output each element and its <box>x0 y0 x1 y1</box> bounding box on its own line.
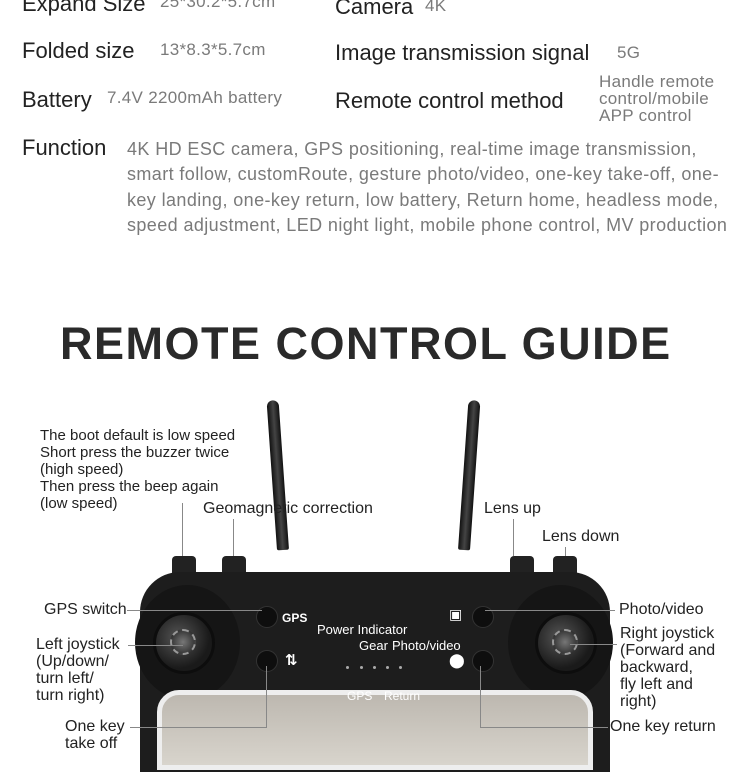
lens-up-button[interactable] <box>510 556 534 574</box>
remote-method-value: Handle remote control/mobile APP control <box>599 73 714 124</box>
camera-icon: ▣ <box>449 606 463 622</box>
takeoff-leader-v <box>266 666 267 728</box>
gear-led <box>373 666 376 669</box>
left-joystick-knob[interactable] <box>170 629 196 655</box>
remote-method-line: APP control <box>599 106 692 125</box>
photo-video-led <box>399 666 402 669</box>
right-joystick-line: Right joystick <box>620 625 715 642</box>
lens-down-button[interactable] <box>553 556 577 574</box>
takeoff-button[interactable] <box>256 650 278 672</box>
speed-button[interactable] <box>172 556 196 574</box>
gps-led <box>360 666 363 669</box>
remote-method-line: control/mobile <box>599 89 710 108</box>
gps-led-label: GPS <box>347 689 373 703</box>
remote-method-label: Remote control method <box>335 88 564 113</box>
geomagnetic-button[interactable] <box>222 556 246 574</box>
right-joystick-leader <box>570 644 617 645</box>
right-antenna <box>458 399 481 551</box>
left-joystick-line: (Up/down/ <box>36 653 109 670</box>
speed-note-line: (low speed) <box>40 495 118 512</box>
gps-switch-button[interactable] <box>256 606 278 628</box>
photo-video-leader <box>485 610 615 611</box>
gps-switch-label: GPS switch <box>44 601 127 618</box>
geomagnetic-leader <box>233 519 234 556</box>
image-transmission-value: 5G <box>617 43 641 62</box>
lens-down-leader <box>565 547 566 556</box>
return-led-label: Return <box>384 689 421 703</box>
speed-note-line: (high speed) <box>40 461 124 478</box>
return-button[interactable] <box>472 650 494 672</box>
return-led <box>386 666 389 669</box>
speed-note-line: Then press the beep again <box>40 478 219 495</box>
speed-note-line: Short press the buzzer twice <box>40 444 230 461</box>
right-joystick-line: backward, <box>620 659 693 676</box>
guide-title: REMOTE CONTROL GUIDE <box>60 318 672 369</box>
takeoff-line: take off <box>65 735 118 752</box>
function-label: Function <box>22 135 107 160</box>
right-joystick[interactable] <box>535 612 597 674</box>
takeoff-icon: ⇅ <box>285 652 298 669</box>
expand-size-label: Expand Size <box>22 0 146 16</box>
camera-value: 4K <box>425 0 447 15</box>
one-key-takeoff-label: One key take off <box>65 718 125 752</box>
left-antenna <box>266 399 289 551</box>
right-joystick-line: fly left and <box>620 676 693 693</box>
one-key-return-label: One key return <box>610 718 716 735</box>
remote-method-line: Handle remote <box>599 72 715 91</box>
right-joystick-knob[interactable] <box>552 629 578 655</box>
photo-video-label: Photo/video <box>619 601 704 618</box>
left-joystick-leader <box>128 645 183 646</box>
home-pin-icon: ⬤ <box>449 652 465 668</box>
speed-note: The boot default is low speed Short pres… <box>40 427 235 512</box>
gear-label: Gear <box>359 638 388 653</box>
camera-label: Camera <box>335 0 414 19</box>
image-transmission-label: Image transmission signal <box>335 40 590 65</box>
battery-value: 7.4V 2200mAh battery <box>107 88 283 107</box>
power-led <box>346 666 349 669</box>
left-joystick-line: turn right) <box>36 687 105 704</box>
takeoff-line: One key <box>65 718 125 735</box>
left-joystick-label: Left joystick (Up/down/ turn left/ turn … <box>36 636 120 704</box>
return-leader-v <box>480 666 481 728</box>
function-value: 4K HD ESC camera, GPS positioning, real-… <box>127 139 728 235</box>
return-leader-h <box>480 727 608 728</box>
battery-label: Battery <box>22 87 92 112</box>
left-joystick-line: turn left/ <box>36 670 94 687</box>
takeoff-leader-h <box>130 727 267 728</box>
geomagnetic-label: Geomagnetic correction <box>203 500 373 517</box>
power-indicator-label: Power Indicator <box>317 622 408 637</box>
photo-video-button[interactable] <box>472 606 494 628</box>
right-joystick-label: Right joystick (Forward and backward, fl… <box>620 625 715 710</box>
left-joystick-line: Left joystick <box>36 636 120 653</box>
photo-video-led-label: Photo/video <box>392 638 461 653</box>
phone-screen <box>157 690 593 770</box>
folded-size-label: Folded size <box>22 38 135 63</box>
gps-button-label: GPS <box>282 611 308 625</box>
lens-up-label: Lens up <box>484 500 541 517</box>
gps-switch-leader <box>127 610 262 611</box>
lens-down-label: Lens down <box>542 528 620 545</box>
expand-size-value: 25*30.2*5.7cm <box>160 0 276 11</box>
left-joystick[interactable] <box>153 612 215 674</box>
speed-note-line: The boot default is low speed <box>40 427 236 444</box>
folded-size-value: 13*8.3*5.7cm <box>160 40 266 59</box>
lens-up-leader <box>513 519 514 556</box>
speed-leader <box>182 503 183 556</box>
right-joystick-line: (Forward and <box>620 642 716 659</box>
right-joystick-line: right) <box>620 693 657 710</box>
